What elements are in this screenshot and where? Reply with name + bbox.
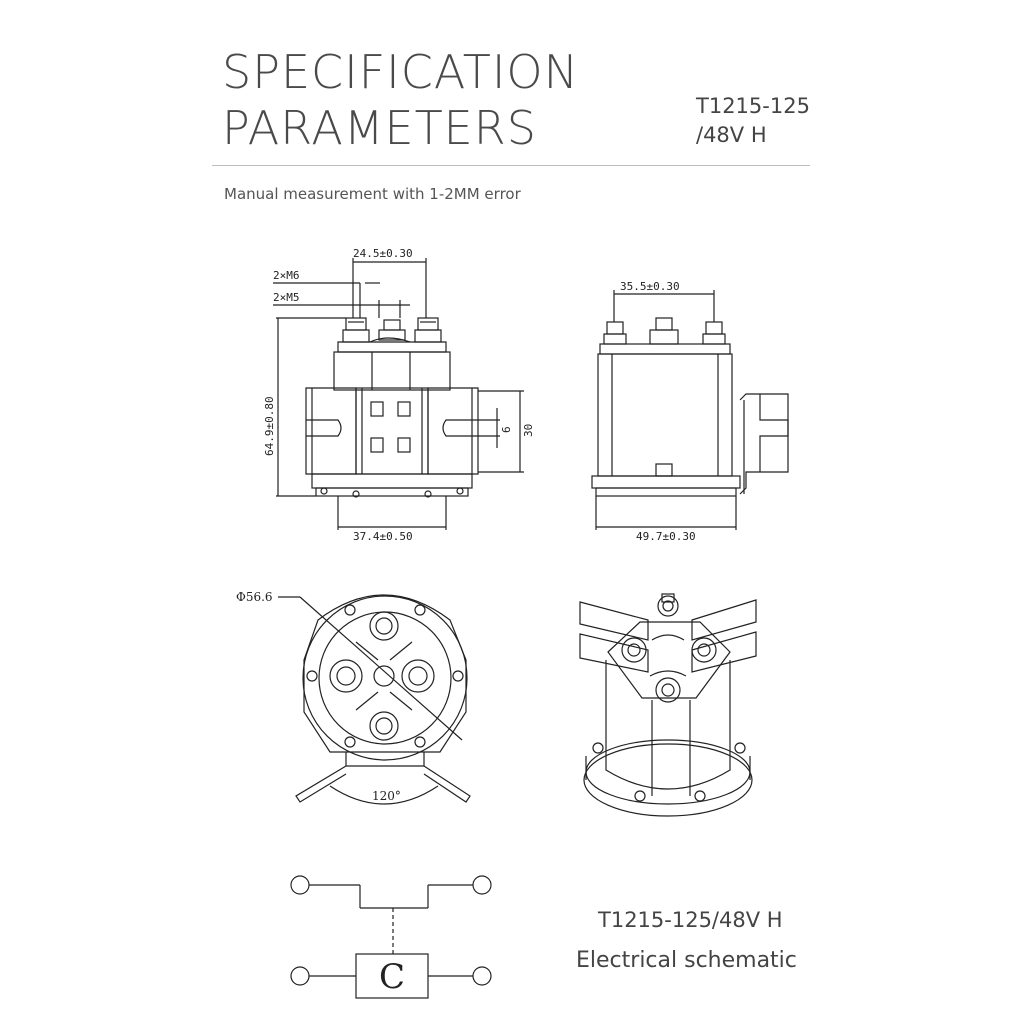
schematic-model: T1215-125/48V H	[598, 908, 783, 932]
dim-diameter: Φ56.6	[236, 590, 273, 604]
header-divider	[212, 165, 810, 166]
title-line-2: PARAMETERS	[222, 101, 537, 155]
model-line-1: T1215-125	[696, 94, 810, 118]
dim-front-terminal-spacing: 24.5±0.30	[353, 247, 413, 260]
coil-label: C	[379, 957, 405, 997]
isometric-view	[579, 593, 757, 817]
dim-front-width: 37.4±0.50	[353, 530, 413, 543]
page-title: SPECIFICATION PARAMETERS	[222, 44, 579, 156]
electrical-schematic: C	[290, 875, 492, 999]
model-number: T1215-125 /48V H	[696, 92, 810, 150]
schematic-caption: Electrical schematic	[576, 948, 797, 973]
top-view: Φ56.6 120°	[236, 590, 471, 805]
dim-side-terminal-spacing: 35.5±0.30	[620, 280, 680, 293]
label-m6: 2×M6	[273, 269, 300, 282]
model-line-2: /48V H	[696, 123, 767, 147]
dim-side-width: 49.7±0.30	[636, 530, 696, 543]
front-view: 24.5±0.30 2×M6 2×M5	[263, 247, 535, 543]
label-m5: 2×M5	[273, 291, 300, 304]
title-line-1: SPECIFICATION	[222, 45, 580, 99]
dim-angle: 120°	[372, 789, 401, 803]
measurement-note: Manual measurement with 1-2MM error	[224, 185, 521, 203]
dim-front-height: 64.9±0.80	[263, 396, 276, 456]
dim-slot-6: 6	[500, 426, 513, 433]
side-view: 35.5±0.30 49.7±0.30	[591, 280, 789, 543]
dim-bracket-30: 30	[522, 424, 535, 437]
